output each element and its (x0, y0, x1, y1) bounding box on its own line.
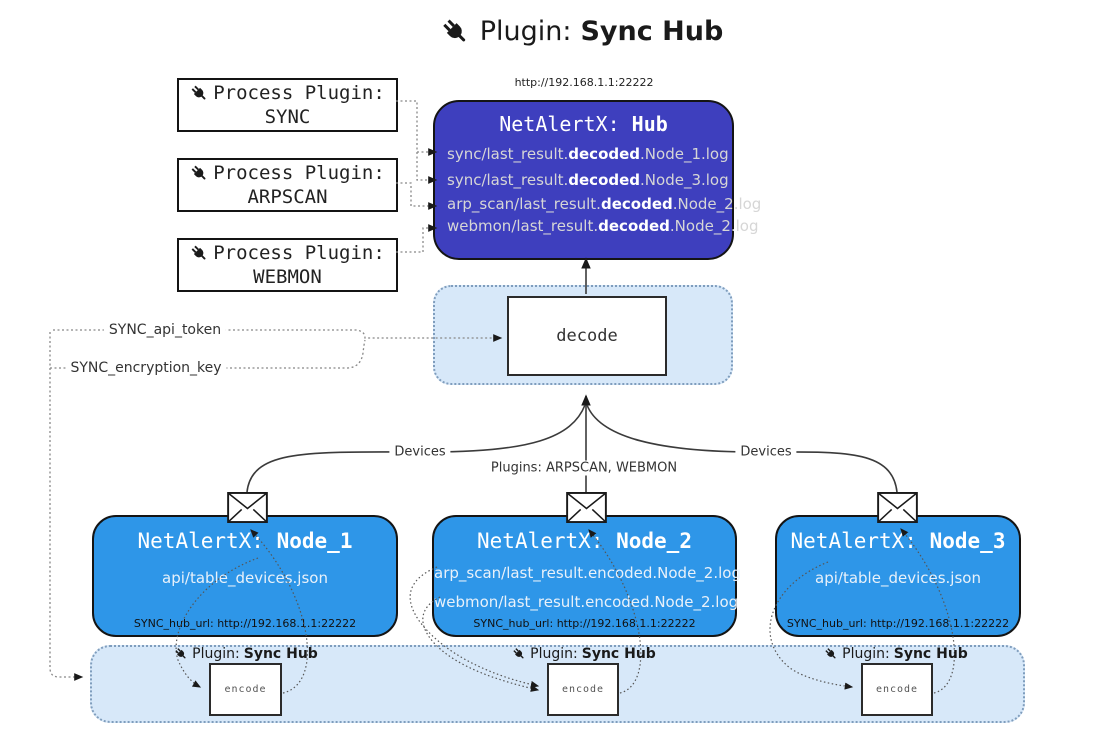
hub-node: NetAlertX: Hub sync/last_result.decoded.… (433, 100, 762, 260)
plug-icon (190, 244, 209, 263)
title-prefix: Plugin: (479, 16, 572, 47)
envelope-icon (877, 492, 918, 523)
process-plugin-sync: Process Plugin: SYNC (177, 78, 398, 132)
sync-encryption-key-label: SYNC_encryption_key (65, 360, 227, 376)
title-name: Sync Hub (580, 16, 724, 47)
node-hub-url: SYNC_hub_url: http://192.168.1.1:22222 (786, 617, 1010, 630)
node-title: NetAlertX: Node_1 (137, 529, 353, 553)
band-plugin-label: Plugin:Sync Hub (824, 646, 968, 662)
plug-icon (190, 164, 209, 183)
plug-icon (512, 647, 526, 661)
hub-url: http://192.168.1.1:22222 (514, 76, 654, 89)
hub-title: NetAlertX: Hub (435, 110, 732, 138)
edge-token-to-encode-band (49, 332, 84, 681)
plugins-center-label: Plugins: ARPSCAN, WEBMON (485, 460, 683, 476)
envelope-icon (227, 492, 268, 523)
devices-left-label: Devices (389, 444, 451, 460)
process-plugin-name: WEBMON (253, 266, 322, 288)
hub-title-prefix: NetAlertX: (499, 112, 620, 136)
plug-icon (824, 647, 838, 661)
band-plugin-label: Plugin:Sync Hub (512, 646, 656, 662)
sync-api-token-label: SYNC_api_token (103, 322, 227, 338)
plug-icon (441, 17, 471, 47)
process-plugin-label: Process Plugin: (213, 82, 385, 104)
node-title: NetAlertX: Node_2 (477, 529, 692, 553)
plug-icon (174, 647, 188, 661)
envelope-icon (566, 492, 607, 523)
node-3: NetAlertX: Node_3 api/table_devices.json… (775, 515, 1021, 637)
hub-log-item: sync/last_result.decoded.Node_3.log (447, 171, 729, 189)
encode-box: encode (209, 663, 282, 716)
node-2: NetAlertX: Node_2 arp_scan/last_result.e… (432, 515, 741, 637)
hub-title-name: Hub (631, 112, 668, 136)
diagram-title: Plugin: Sync Hub (441, 16, 724, 47)
node-file: webmon/last_result.encoded.Node_2.log (434, 593, 739, 611)
node-file: arp_scan/last_result.encoded.Node_2.log (434, 564, 741, 582)
process-plugin-label: Process Plugin: (213, 242, 385, 264)
process-plugin-label: Process Plugin: (213, 162, 385, 184)
node-title: NetAlertX: Node_3 (790, 529, 1006, 553)
edge-arpscan-to-hub (396, 182, 438, 210)
devices-right-label: Devices (735, 444, 797, 460)
process-plugin-arpscan: Process Plugin: ARPSCAN (177, 158, 398, 212)
edge-sync-to-hub (396, 100, 438, 184)
band-plugin-label: Plugin:Sync Hub (174, 646, 318, 662)
decode-box: decode (507, 296, 667, 376)
encode-box: encode (861, 663, 933, 716)
node-file: api/table_devices.json (815, 569, 981, 587)
hub-log-item: webmon/last_result.decoded.Node_2.log (447, 217, 759, 235)
hub-log-item: arp_scan/last_result.decoded.Node_2.log (447, 195, 762, 213)
process-plugin-name: SYNC (264, 106, 311, 128)
node-hub-url: SYNC_hub_url: http://192.168.1.1:22222 (133, 617, 357, 630)
hub-log-item: sync/last_result.decoded.Node_1.log (447, 145, 729, 163)
process-plugin-webmon: Process Plugin: WEBMON (177, 238, 398, 292)
encode-box: encode (547, 663, 619, 716)
plug-icon (190, 84, 209, 103)
node-1: NetAlertX: Node_1 api/table_devices.json… (92, 515, 398, 637)
process-plugin-name: ARPSCAN (247, 186, 328, 208)
node-file: api/table_devices.json (162, 569, 328, 587)
edge-webmon-to-hub (396, 224, 438, 253)
node-hub-url: SYNC_hub_url: http://192.168.1.1:22222 (473, 617, 696, 630)
